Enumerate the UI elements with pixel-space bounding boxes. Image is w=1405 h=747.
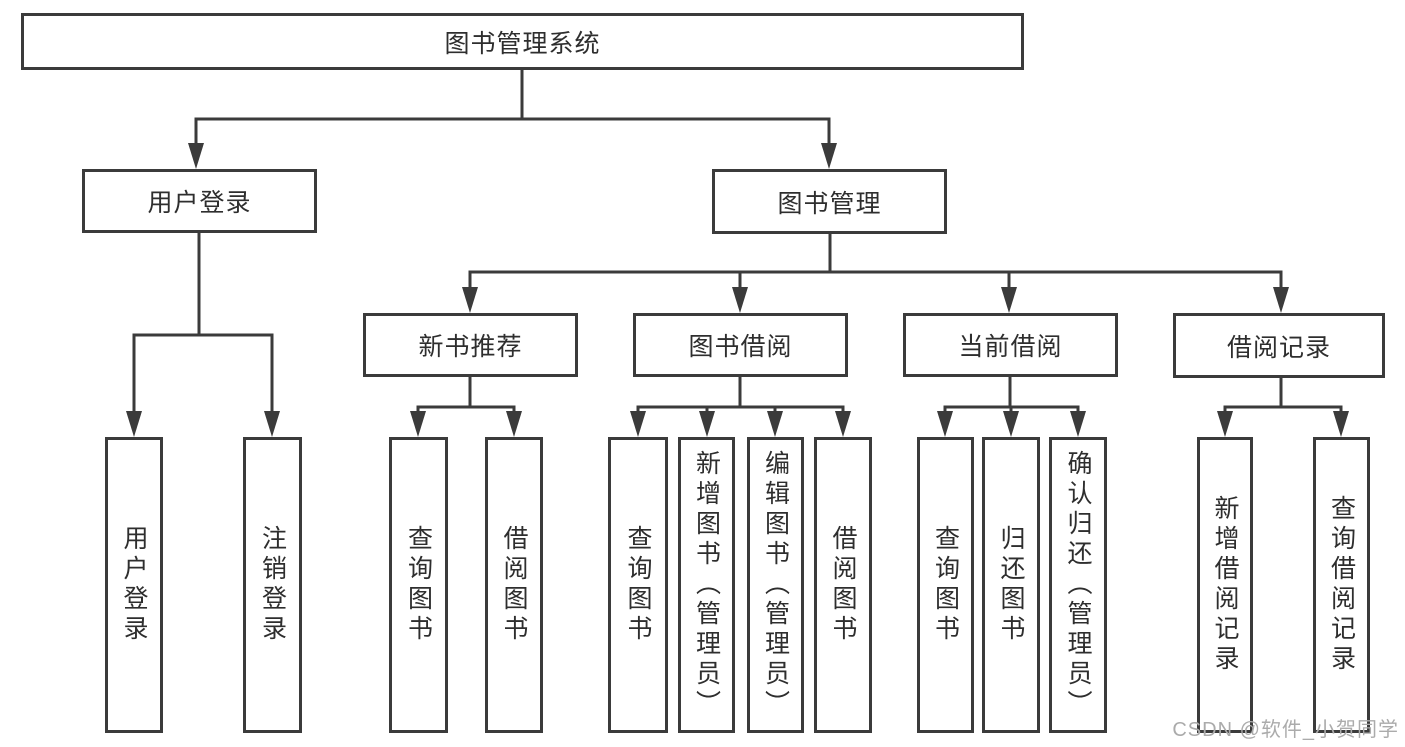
arrowhead-icon <box>1001 287 1017 313</box>
node-label: 借阅图书 <box>500 525 528 645</box>
node-label: 新增图书（管理员） <box>692 450 721 720</box>
node-leaf-cb-confirm: 确认归还（管理员） <box>1049 437 1107 733</box>
node-leaf-bb-add: 新增图书（管理员） <box>678 437 735 733</box>
node-label: 确认归还（管理员） <box>1064 450 1092 720</box>
node-book-borrow: 图书借阅 <box>633 313 848 377</box>
node-leaf-login: 用户登录 <box>105 437 163 733</box>
arrowhead-icon <box>1003 411 1019 437</box>
arrowhead-icon <box>1273 287 1289 313</box>
node-label: 归还图书 <box>997 525 1025 645</box>
arrowhead-icon <box>835 411 851 437</box>
arrowhead-icon <box>937 411 953 437</box>
node-label: 查询图书 <box>931 525 960 645</box>
node-leaf-br-query: 查询借阅记录 <box>1313 437 1370 733</box>
node-label: 图书管理系统 <box>444 29 601 58</box>
node-leaf-br-add: 新增借阅记录 <box>1197 437 1253 733</box>
node-label: 新增借阅记录 <box>1211 495 1239 675</box>
arrowhead-icon <box>188 143 204 169</box>
node-label: 新书推荐 <box>418 333 523 361</box>
node-leaf-cb-query: 查询图书 <box>917 437 974 733</box>
node-label: 当前借阅 <box>958 333 1063 361</box>
node-new-book-rec: 新书推荐 <box>363 313 578 377</box>
node-label: 查询借阅记录 <box>1327 495 1356 675</box>
node-leaf-bb-query: 查询图书 <box>608 437 668 733</box>
node-label: 查询图书 <box>624 525 652 645</box>
node-user-login: 用户登录 <box>82 169 317 233</box>
arrowhead-icon <box>1333 411 1349 437</box>
node-leaf-nbr-borrow: 借阅图书 <box>485 437 543 733</box>
node-leaf-bb-borrow: 借阅图书 <box>814 437 872 733</box>
arrowhead-icon <box>821 143 837 169</box>
arrowhead-icon <box>410 411 426 437</box>
node-label: 查询图书 <box>404 525 433 645</box>
node-book-mgmt: 图书管理 <box>712 169 947 234</box>
node-leaf-cb-return: 归还图书 <box>982 437 1040 733</box>
watermark: CSDN @软件_小贺同学 <box>1172 719 1399 741</box>
node-label: 借阅图书 <box>829 525 857 645</box>
node-label: 借阅记录 <box>1226 333 1331 362</box>
arrowhead-icon <box>1217 411 1233 437</box>
node-root: 图书管理系统 <box>21 13 1024 70</box>
node-leaf-logout: 注销登录 <box>243 437 302 733</box>
arrowhead-icon <box>630 411 646 437</box>
node-label: 注销登录 <box>258 525 287 645</box>
arrowhead-icon <box>126 411 142 437</box>
arrowhead-icon <box>506 411 522 437</box>
node-label: 编辑图书（管理员） <box>761 450 790 720</box>
node-borrow-record: 借阅记录 <box>1173 313 1385 378</box>
node-current-borrow: 当前借阅 <box>903 313 1118 377</box>
arrowhead-icon <box>767 411 783 437</box>
node-label: 图书管理 <box>777 189 882 218</box>
arrowhead-icon <box>462 287 478 313</box>
node-leaf-nbr-query: 查询图书 <box>389 437 448 733</box>
arrowhead-icon <box>1070 411 1086 437</box>
arrowhead-icon <box>699 411 715 437</box>
node-label: 用户登录 <box>147 189 252 217</box>
node-label: 用户登录 <box>120 525 148 645</box>
node-label: 图书借阅 <box>688 333 793 361</box>
arrowhead-icon <box>732 287 748 313</box>
node-leaf-bb-edit: 编辑图书（管理员） <box>747 437 804 733</box>
arrowhead-icon <box>264 411 280 437</box>
